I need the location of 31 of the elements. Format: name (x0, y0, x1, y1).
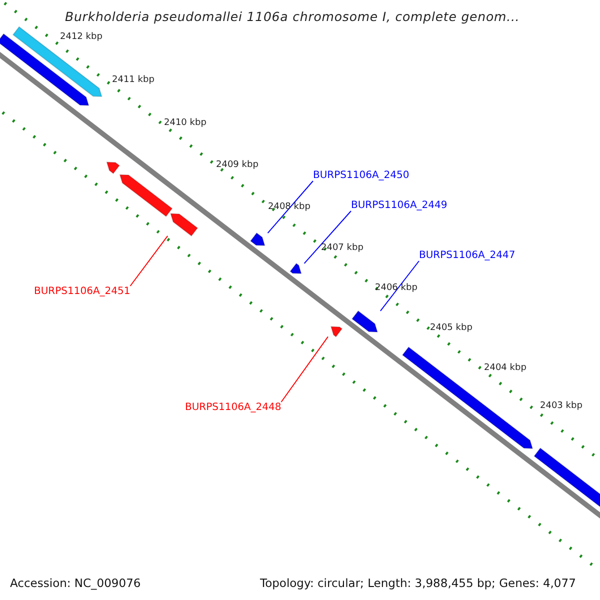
leader-line (380, 260, 420, 312)
gene-label: BURPS1106A_2451 (34, 286, 130, 297)
tick-label: 2406 kbp (375, 283, 418, 293)
leader-line (280, 336, 328, 402)
tick-label: 2408 kbp (268, 202, 310, 212)
tick-label: 2409 kbp (216, 160, 258, 170)
tick-label: 2411 kbp (112, 75, 154, 85)
topology-text: Topology: circular; Length: 3,988,455 bp; Genes: 4,077 (260, 576, 576, 590)
gene-feature (12, 26, 102, 98)
tick-label: 2404 kbp (484, 363, 526, 373)
leader-line (130, 235, 168, 286)
gene-label: BURPS1106A_2449 (351, 200, 448, 211)
gene-feature (119, 174, 173, 218)
gene-label: BURPS1106A_2450 (313, 170, 410, 181)
gene-label: BURPS1106A_2448 (185, 402, 282, 413)
gene-feature (106, 162, 120, 174)
gene-feature (351, 310, 378, 332)
gene-feature (250, 232, 266, 246)
accession-text: Accession: NC_009076 (10, 576, 141, 590)
gene-feature (402, 346, 534, 449)
tick-label: 2407 kbp (321, 243, 364, 253)
map-title: Burkholderia pseudomallei 1106a chromosome I, complete genom... (65, 9, 520, 24)
tick-label: 2410 kbp (164, 118, 206, 128)
leader-line (267, 180, 314, 234)
gene-label: BURPS1106A_2447 (419, 250, 516, 261)
gene-feature (330, 326, 343, 338)
tick-label: 2405 kbp (430, 323, 472, 333)
tick-label: 2412 kbp (60, 32, 102, 42)
leader-line (304, 210, 352, 264)
gene-feature (290, 262, 302, 274)
gene-feature (170, 213, 198, 237)
